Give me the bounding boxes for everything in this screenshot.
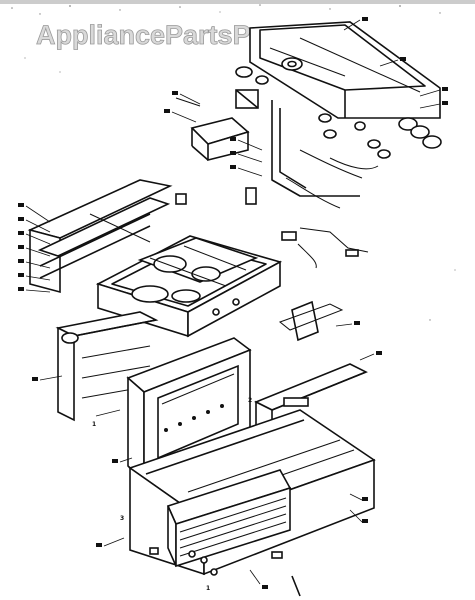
scan-noise <box>0 0 475 321</box>
cooktop-burner-box <box>95 235 283 338</box>
callout-oven-liner-side: 2 <box>248 397 252 404</box>
oven-liner <box>55 311 159 422</box>
manifold-and-wiring <box>245 100 379 269</box>
storage-drawer <box>166 469 292 568</box>
control-knobs <box>318 113 442 159</box>
callout-markers <box>18 17 448 589</box>
callout-left-glass-panel: 1 <box>92 421 96 428</box>
callout-lower-cabinet-side: 3 <box>120 515 124 522</box>
callout-bottom-label: 1 <box>206 585 210 592</box>
loose-hardware <box>149 547 301 597</box>
side-rail-assembly <box>27 179 187 294</box>
mounting-bracket <box>175 97 250 162</box>
backguard-control-panel <box>235 21 441 119</box>
callout-leaders <box>25 19 441 585</box>
